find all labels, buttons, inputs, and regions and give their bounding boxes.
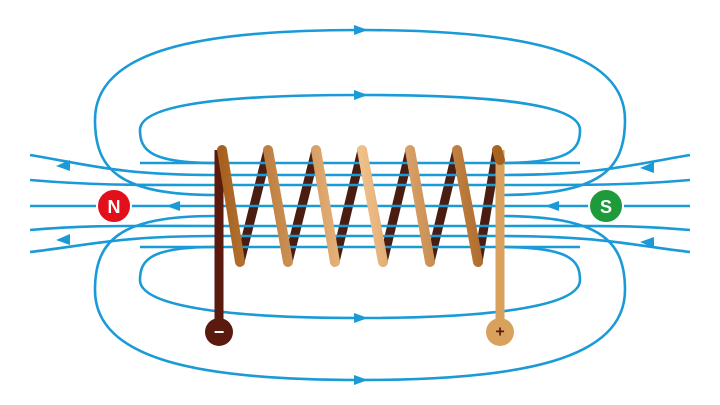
negative-terminal-label: −	[214, 322, 225, 342]
coil-front	[217, 145, 505, 267]
arrow-icon	[640, 237, 654, 248]
north-pole-badge: N	[96, 188, 132, 224]
north-label: N	[108, 197, 121, 217]
arrow-icon	[354, 375, 368, 385]
arrow-icon	[56, 234, 70, 245]
arrow-icon	[640, 162, 654, 173]
field-arrows	[56, 25, 654, 385]
south-label: S	[600, 197, 612, 217]
arrow-icon	[354, 313, 368, 323]
arrow-icon	[545, 201, 559, 211]
negative-terminal: −	[205, 318, 233, 346]
south-pole-badge: S	[588, 188, 624, 224]
positive-terminal-label: +	[495, 324, 504, 341]
arrow-icon	[166, 201, 180, 211]
arrow-icon	[354, 90, 368, 100]
positive-terminal: +	[486, 318, 514, 346]
leads	[214, 150, 505, 330]
arrow-icon	[354, 25, 368, 35]
arrow-icon	[56, 160, 70, 171]
